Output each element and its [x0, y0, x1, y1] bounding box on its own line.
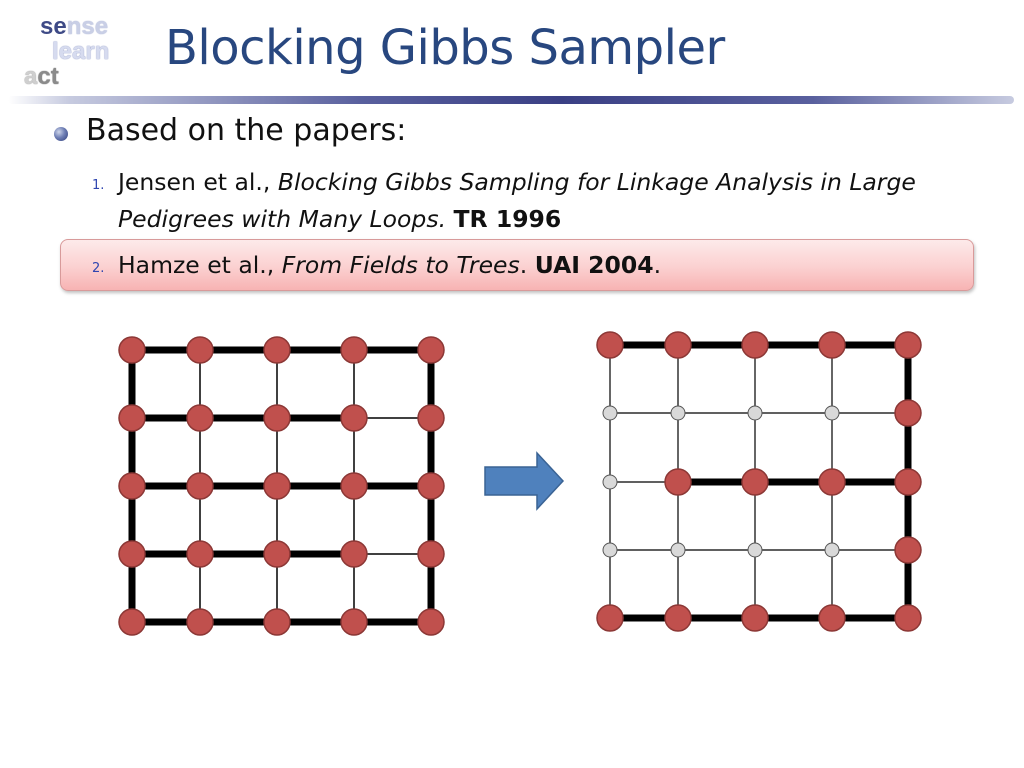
node-red: [741, 604, 769, 632]
node-grey: [747, 405, 763, 421]
ref-2-title: From Fields to Trees: [281, 251, 520, 279]
node-red: [417, 540, 445, 568]
logo-learn: learn: [52, 38, 110, 65]
node-red: [118, 336, 146, 364]
node-grey: [824, 405, 840, 421]
node-red: [894, 399, 922, 427]
node-red: [186, 472, 214, 500]
node-grey: [602, 405, 618, 421]
node-red: [263, 540, 291, 568]
node-grey: [824, 542, 840, 558]
logo-ct: ct: [37, 63, 59, 90]
node-grey: [602, 542, 618, 558]
node-grey: [670, 542, 686, 558]
ref-1-line-2: Pedigrees with Many Loops. TR 1996: [118, 205, 561, 233]
node-red: [417, 472, 445, 500]
node-red: [118, 540, 146, 568]
node-red: [186, 404, 214, 432]
ref-1-number: 1.: [92, 178, 105, 193]
bullet-text: Based on the papers:: [86, 113, 407, 148]
node-red: [263, 472, 291, 500]
node-red: [596, 331, 624, 359]
node-red: [340, 608, 368, 636]
ref-1-line-1: Jensen et al., Blocking Gibbs Sampling f…: [118, 168, 916, 196]
node-red: [596, 604, 624, 632]
node-red: [818, 604, 846, 632]
ref-2-line: Hamze et al., From Fields to Trees. UAI …: [118, 251, 661, 279]
logo-nse: nse: [66, 13, 109, 40]
node-red: [186, 540, 214, 568]
ref-1-title-line-2: Pedigrees with Many Loops.: [118, 205, 447, 233]
node-red: [263, 608, 291, 636]
ref-2-authors: Hamze et al.,: [118, 251, 275, 279]
node-red: [417, 404, 445, 432]
ref-1-authors: Jensen et al.,: [118, 168, 271, 196]
title-divider: [8, 96, 1014, 104]
node-red: [741, 468, 769, 496]
node-red: [186, 608, 214, 636]
ref-2-highlight-box: [60, 239, 974, 291]
node-red: [417, 336, 445, 364]
node-red: [818, 331, 846, 359]
node-grey: [602, 474, 618, 490]
logo-se: se: [40, 13, 67, 40]
node-red: [340, 540, 368, 568]
bullet-icon: [54, 127, 68, 141]
node-red: [340, 472, 368, 500]
left-grid-graph: [118, 336, 445, 636]
node-red: [664, 468, 692, 496]
node-red: [894, 468, 922, 496]
logo-a: a: [24, 63, 38, 90]
ref-2-number: 2.: [92, 261, 105, 276]
node-red: [894, 536, 922, 564]
node-red: [340, 404, 368, 432]
node-red: [894, 604, 922, 632]
node-red: [263, 404, 291, 432]
node-red: [118, 472, 146, 500]
node-red: [818, 468, 846, 496]
slide-title: Blocking Gibbs Sampler: [165, 20, 725, 76]
right-grid-graph: [596, 331, 922, 632]
ref-2-venue: UAI 2004: [534, 251, 654, 279]
node-red: [664, 331, 692, 359]
ref-2-separator: .: [519, 251, 528, 279]
node-red: [340, 336, 368, 364]
node-red: [263, 336, 291, 364]
ref-1-title-line-1: Blocking Gibbs Sampling for Linkage Anal…: [277, 168, 916, 196]
node-red: [417, 608, 445, 636]
right-arrow-icon: [484, 451, 565, 511]
ref-2-end: .: [653, 251, 662, 279]
node-red: [186, 336, 214, 364]
node-red: [741, 331, 769, 359]
ref-1-venue: TR 1996: [453, 205, 562, 233]
node-red: [118, 404, 146, 432]
node-grey: [670, 405, 686, 421]
node-red: [664, 604, 692, 632]
sense-learn-act-logo: sense learn act: [22, 14, 132, 92]
node-grey: [747, 542, 763, 558]
node-red: [118, 608, 146, 636]
node-red: [894, 331, 922, 359]
